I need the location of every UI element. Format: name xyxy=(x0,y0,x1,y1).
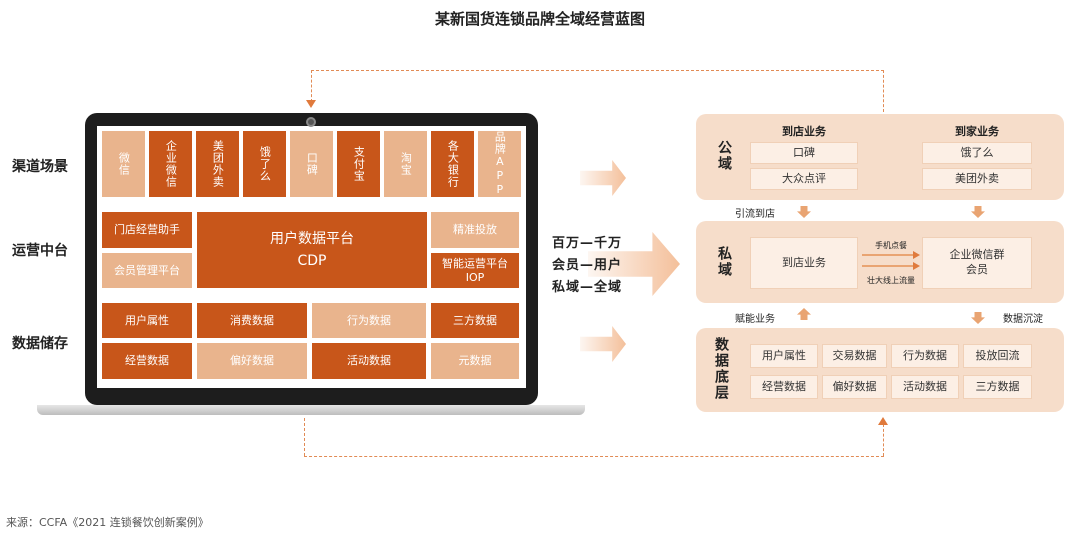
data-consumption: 消费数据 xyxy=(197,303,307,338)
camera-icon xyxy=(306,117,316,127)
source-note: 来源：CCFA《2021 连锁餐饮创新案例》 xyxy=(6,516,209,529)
row-label-ops: 运营中台 xyxy=(12,243,68,259)
phone-order-label: 手机点餐 xyxy=(875,241,907,250)
in-store-header: 到店业务 xyxy=(782,125,826,138)
channel-taobao: 淘宝 xyxy=(384,131,427,197)
arrow-right-icon-2 xyxy=(580,326,626,362)
arrowhead-up-icon xyxy=(878,417,888,425)
data-third-party: 三方数据 xyxy=(431,303,519,338)
private-domain-label: 私域 xyxy=(716,246,732,278)
loop-line-bottom xyxy=(304,456,884,457)
loop-line-top-right xyxy=(883,70,884,112)
ops-precise-ads: 精准投放 xyxy=(431,212,519,248)
ops-smart-iop: 智能运营平台 IOP xyxy=(431,253,519,288)
row-label-data: 数据储存 xyxy=(12,336,68,352)
wecom-member-label: 会员 xyxy=(966,263,988,276)
channel-alipay: 支付宝 xyxy=(337,131,380,197)
empower-label: 赋能业务 xyxy=(735,314,775,325)
channel-wechat: 微信 xyxy=(102,131,145,197)
base-behavior: 行为数据 xyxy=(891,344,959,368)
channel-meituan: 美团外卖 xyxy=(196,131,239,197)
loop-line-top xyxy=(311,70,884,71)
loop-line-top-left xyxy=(311,70,312,102)
home-header: 到家业务 xyxy=(955,125,999,138)
mid-text-domain: 私域—全域 xyxy=(552,280,623,295)
down-arrow-icon xyxy=(797,206,811,218)
ops-store-assistant: 门店经营助手 xyxy=(102,212,192,248)
channel-wecom: 企业微信 xyxy=(149,131,192,197)
page-title: 某新国货连锁品牌全域经营蓝图 xyxy=(434,10,645,28)
cdp-title: 用户数据平台 xyxy=(270,230,354,247)
wecom-group-label: 企业微信群 xyxy=(949,248,1005,262)
up-arrow-icon xyxy=(797,308,811,320)
public-eleme: 饿了么 xyxy=(922,142,1032,164)
growth-label: 壮大线上流量 xyxy=(867,276,915,285)
channel-eleme: 饿了么 xyxy=(243,131,286,197)
base-ad-return: 投放回流 xyxy=(963,344,1032,368)
data-metadata: 元数据 xyxy=(431,343,519,379)
base-activity: 活动数据 xyxy=(891,375,959,399)
base-operation: 经营数据 xyxy=(750,375,818,399)
mid-text-scale: 百万—千万 xyxy=(552,236,623,251)
data-base-panel xyxy=(696,328,1064,412)
laptop-base xyxy=(37,405,585,415)
arrow-line-top xyxy=(862,254,914,256)
arrow-right-small-icon-2 xyxy=(913,262,920,270)
ops-cdp: 用户数据平台 CDP xyxy=(197,212,427,288)
private-in-store: 到店业务 xyxy=(750,237,858,289)
drive-to-store-label: 引流到店 xyxy=(735,209,775,220)
channel-banks: 各大银行 xyxy=(431,131,474,197)
down-arrow-icon-2 xyxy=(971,206,985,218)
base-transaction: 交易数据 xyxy=(822,344,887,368)
base-user-attr: 用户属性 xyxy=(750,344,818,368)
data-operation: 经营数据 xyxy=(102,343,192,379)
mid-text-member: 会员—用户 xyxy=(552,258,623,273)
data-sink-label: 数据沉淀 xyxy=(1003,314,1043,325)
data-activity: 活动数据 xyxy=(312,343,426,379)
cdp-abbr: CDP xyxy=(297,253,327,269)
loop-line-bottom-right xyxy=(883,424,884,456)
base-preference: 偏好数据 xyxy=(822,375,887,399)
loop-line-bottom-left xyxy=(304,418,305,456)
public-koubei: 口碑 xyxy=(750,142,858,164)
private-wecom-group: 企业微信群 会员 xyxy=(922,237,1032,289)
row-label-channel: 渠道场景 xyxy=(12,159,68,175)
public-meituan: 美团外卖 xyxy=(922,168,1032,190)
data-preference: 偏好数据 xyxy=(197,343,307,379)
arrow-right-icon xyxy=(580,160,626,196)
public-domain-label: 公域 xyxy=(716,140,732,172)
data-base-label: 数据底层 xyxy=(713,337,729,401)
channel-brand-app: 品牌APP xyxy=(478,131,521,197)
arrowhead-down-icon xyxy=(306,100,316,108)
down-arrow-icon-3 xyxy=(971,312,985,324)
ops-member-platform: 会员管理平台 xyxy=(102,253,192,288)
public-dianping: 大众点评 xyxy=(750,168,858,190)
arrow-right-small-icon xyxy=(913,251,920,259)
channel-koubei: 口碑 xyxy=(290,131,333,197)
arrow-line-bottom xyxy=(862,265,914,267)
base-third-party: 三方数据 xyxy=(963,375,1032,399)
data-behavior: 行为数据 xyxy=(312,303,426,338)
data-user-attr: 用户属性 xyxy=(102,303,192,338)
